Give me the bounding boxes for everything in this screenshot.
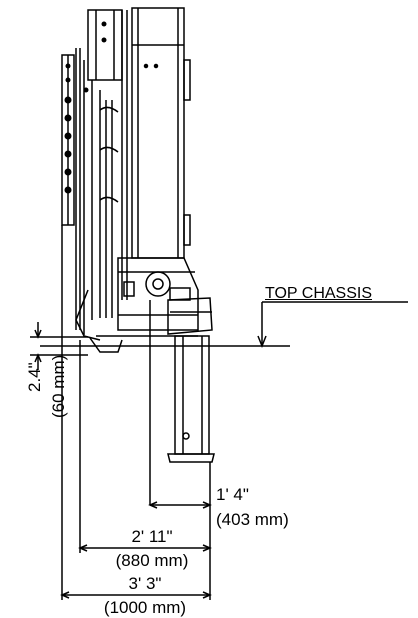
vertical-offset-mm: (60 mm): [49, 354, 68, 418]
dim-line-1: [148, 501, 212, 509]
dim-1-mm: (403 mm): [216, 510, 289, 529]
dim-2-mm: (880 mm): [115, 551, 189, 570]
dim-3-mm: (1000 mm): [103, 598, 187, 617]
rail-bolts: [64, 21, 107, 194]
boom-column: [121, 7, 191, 300]
chassis-and-leg: [89, 297, 215, 463]
vertical-offset-dimension: [30, 322, 88, 370]
top-chassis-reference: [40, 301, 408, 349]
dim-line-2: [78, 544, 212, 552]
dim-1-inches: 1' 4": [216, 485, 249, 504]
left-rail-assembly: [61, 9, 123, 341]
dim-3-inches: 3' 3": [128, 574, 162, 593]
dim-line-3: [60, 591, 212, 599]
horizontal-extension-lines: [61, 225, 211, 600]
dim-2-inches: 2' 11": [131, 527, 173, 546]
vertical-offset-inches: 2.4": [25, 362, 44, 392]
top-chassis-label: TOP CHASSIS: [265, 285, 372, 302]
